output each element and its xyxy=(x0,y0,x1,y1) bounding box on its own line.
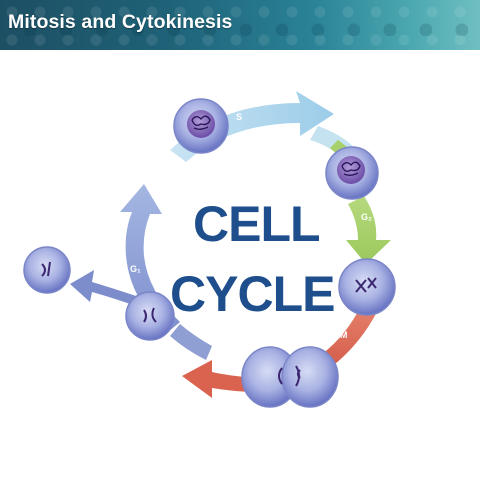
cell-cycle-svg: S G₂ M G₁ CELL CYCLE xyxy=(23,91,396,408)
cell-s-phase xyxy=(173,98,229,154)
cell-g2-phase xyxy=(325,146,379,200)
cell-g0 xyxy=(23,246,71,294)
phase-label-g1: G₁ xyxy=(130,264,141,274)
g1-phase-lower xyxy=(170,324,212,360)
cell-prophase xyxy=(338,258,396,316)
m-phase-arc xyxy=(322,304,378,368)
header-texture xyxy=(0,0,480,50)
phase-label-s: S xyxy=(236,112,242,122)
g2-phase-arc xyxy=(346,196,391,264)
phase-label-m: M xyxy=(340,330,348,340)
cell-g1-phase xyxy=(125,291,175,341)
g1-phase-arc xyxy=(120,184,180,332)
header-banner: Mitosis and Cytokinesis xyxy=(0,0,480,50)
s-phase-arc xyxy=(170,91,334,162)
center-title-line1: CELL xyxy=(193,196,320,252)
phase-label-g2: G₂ xyxy=(361,212,372,222)
cell-cycle-diagram: S G₂ M G₁ CELL CYCLE xyxy=(0,50,480,480)
exit-arrow xyxy=(70,270,136,304)
page-title: Mitosis and Cytokinesis xyxy=(8,11,233,33)
cell-dividing xyxy=(241,346,339,408)
center-title-line2: CYCLE xyxy=(170,266,334,322)
m-phase-bottom xyxy=(182,360,258,398)
